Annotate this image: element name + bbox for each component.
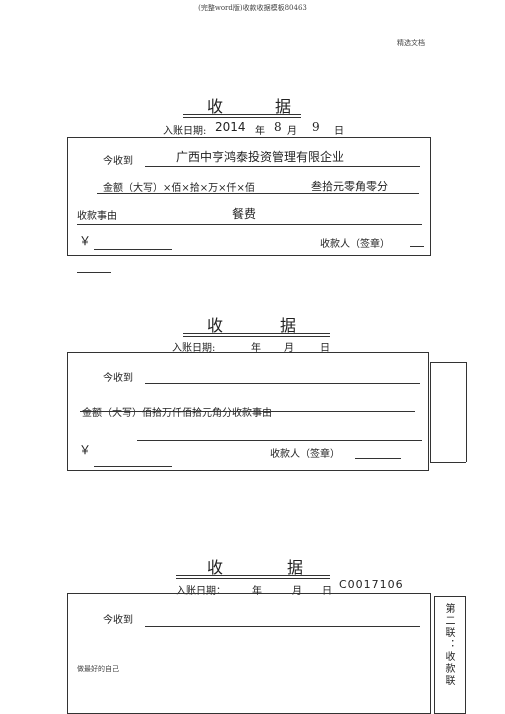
payee-line — [355, 458, 401, 459]
title-underline-2 — [183, 117, 301, 118]
yen-sign: ￥ — [79, 443, 92, 457]
footer-note: 做最好的自己 — [77, 665, 119, 673]
received-label: 今收到 — [103, 156, 133, 167]
payee-label: 收款人（签章） — [270, 449, 340, 460]
date-label: 入账日期: — [163, 126, 207, 137]
receipt-title-right: 据 — [280, 316, 297, 335]
date-month-unit: 月 — [284, 343, 294, 354]
payer-line — [145, 383, 420, 384]
amount-value: 叁拾元零角零分 — [311, 180, 388, 193]
reason-label: 收款事由 — [77, 211, 117, 222]
receipt-box — [67, 137, 431, 256]
title-underline-2 — [183, 336, 330, 337]
amount-line-text: 金额（大写）佰拾万仟佰拾元角分收款事由 — [82, 408, 272, 419]
date-month-unit: 月 — [292, 586, 302, 597]
date-label: 入账日期: — [172, 343, 216, 354]
corner-tag: 精选文档 — [397, 39, 425, 47]
received-label: 今收到 — [103, 615, 133, 626]
date-month: 8 — [274, 120, 282, 134]
reason-line — [77, 224, 422, 225]
stub-label: 第二联：收款联 — [443, 603, 454, 687]
document-header: (完整word版)收款收据模板80463 — [198, 4, 307, 12]
side-bracket-top — [430, 362, 466, 363]
receipt-title-left: 收 — [207, 558, 224, 577]
payee-line — [410, 246, 424, 247]
side-bracket-bottom — [430, 462, 466, 463]
yen-line — [94, 249, 172, 250]
payer-name: 广西中亨鸿泰投资管理有限企业 — [176, 150, 345, 164]
side-bracket-left — [430, 362, 431, 462]
title-underline — [176, 575, 330, 576]
date-month-unit: 月 — [287, 126, 297, 137]
cut-mark — [77, 272, 111, 273]
amount-label: 金额（大写）×佰×拾×万×仟×佰 — [103, 183, 255, 194]
payer-line — [145, 626, 420, 627]
receipt-title-left: 收 — [207, 316, 224, 335]
date-label: 入账日期： — [176, 586, 226, 597]
date-year-unit: 年 — [255, 126, 265, 137]
reason-value: 餐费 — [232, 207, 257, 221]
date-year-unit: 年 — [252, 586, 262, 597]
received-label: 今收到 — [103, 373, 133, 384]
payer-line — [145, 166, 420, 167]
date-day: 9 — [312, 120, 320, 134]
receipt-title-right: 据 — [275, 97, 292, 116]
title-underline-2 — [176, 578, 330, 579]
yen-sign: ￥ — [79, 234, 92, 248]
side-bracket-right — [466, 362, 467, 462]
date-day-unit: 日 — [334, 126, 344, 137]
yen-line — [94, 466, 172, 467]
title-underline — [183, 333, 330, 334]
receipt-title-right: 据 — [287, 558, 304, 577]
date-year-unit: 年 — [251, 343, 261, 354]
date-year: 2014 — [215, 120, 246, 134]
receipt-box — [67, 352, 429, 471]
payee-label: 收款人（签章） — [320, 239, 390, 250]
date-day-unit: 日 — [320, 343, 330, 354]
receipt-title-left: 收 — [207, 97, 224, 116]
amount-line — [97, 193, 419, 194]
date-day-unit: 日 — [322, 586, 332, 597]
reason-line — [137, 440, 422, 441]
serial-number: C0017106 — [339, 578, 404, 591]
amount-strike-line — [80, 411, 415, 412]
title-underline — [183, 114, 301, 115]
